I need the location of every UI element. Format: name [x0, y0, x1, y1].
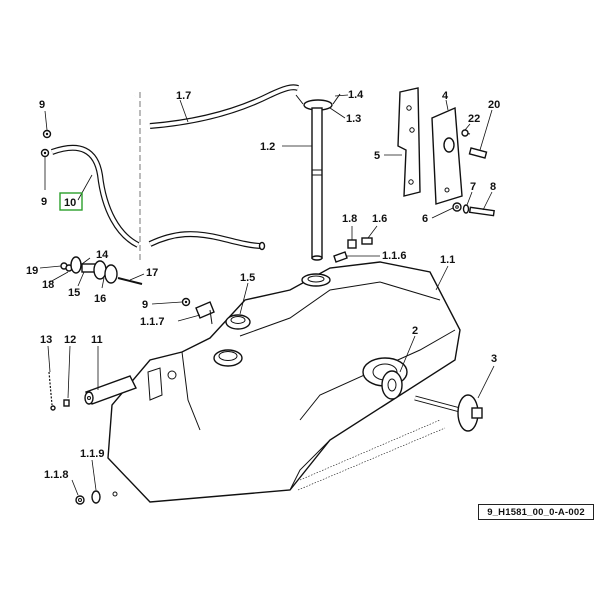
callout-6: 6 — [422, 213, 428, 225]
callout-9-top: 9 — [39, 99, 45, 111]
washer-14[interactable] — [70, 256, 82, 274]
fitting-1-6[interactable] — [361, 237, 373, 245]
callout-1-7: 1.7 — [176, 90, 191, 102]
callout-13: 13 — [40, 334, 52, 346]
callout-1-2: 1.2 — [260, 141, 275, 153]
nut-12[interactable] — [63, 399, 70, 407]
fuel-hose-1-7[interactable] — [148, 84, 299, 251]
callout-22: 22 — [468, 113, 480, 125]
callout-3: 3 — [491, 353, 497, 365]
callout-labels: 9 9 10 1.7 1.4 1.3 1.2 4 5 22 20 7 8 6 1… — [26, 89, 500, 481]
screw-22[interactable] — [461, 129, 471, 137]
fuel-hose-10[interactable] — [48, 94, 140, 248]
fuel-pickup-3[interactable] — [414, 394, 483, 432]
callout-8: 8 — [490, 181, 496, 193]
gasket-2[interactable] — [381, 370, 403, 400]
hose-clamp-9-mid[interactable] — [40, 148, 50, 158]
bolt-8[interactable] — [468, 206, 495, 217]
callout-10: 10 — [64, 197, 76, 209]
callout-1-8: 1.8 — [342, 213, 357, 225]
callout-4: 4 — [442, 90, 449, 102]
highlight-box — [59, 192, 83, 211]
callout-7: 7 — [470, 181, 476, 193]
fitting-1-8[interactable] — [347, 239, 357, 249]
bracket-5[interactable] — [397, 87, 421, 197]
callout-9-bottom: 9 — [41, 196, 47, 208]
fuel-tank[interactable] — [107, 261, 461, 503]
callout-20: 20 — [488, 99, 500, 111]
callout-12: 12 — [64, 334, 76, 346]
reference-code-label: 9_H1581_00_0-A-002 — [478, 504, 594, 520]
o-ring-1-1-9[interactable] — [91, 490, 101, 504]
filler-cap-1-5[interactable] — [225, 314, 251, 330]
bracket-4[interactable] — [431, 106, 463, 205]
callout-1-1-8: 1.1.8 — [44, 469, 68, 481]
callout-2: 2 — [412, 325, 418, 337]
tube-11[interactable] — [84, 375, 137, 405]
callout-1-5: 1.5 — [240, 272, 255, 284]
callout-11: 11 — [91, 334, 103, 346]
plug-1-1-8[interactable] — [75, 495, 85, 505]
callout-16: 16 — [94, 293, 106, 305]
hose-clamp-9-top[interactable] — [42, 129, 52, 139]
leader-lines — [39, 94, 495, 496]
callout-17: 17 — [146, 267, 158, 279]
bolt-17[interactable] — [117, 277, 143, 285]
fitting-1-1-7[interactable] — [195, 301, 215, 325]
callout-9-lower: 9 — [142, 299, 148, 311]
callout-1-1-9: 1.1.9 — [80, 448, 104, 460]
callout-1-1-6: 1.1.6 — [382, 250, 406, 262]
clamp-9-lower[interactable] — [181, 297, 191, 307]
washer-6[interactable] — [452, 202, 462, 212]
screw-13[interactable] — [48, 371, 56, 411]
callout-1-4: 1.4 — [348, 89, 364, 101]
callout-14: 14 — [96, 249, 109, 261]
callout-1-1-7: 1.1.7 — [140, 316, 164, 328]
callout-18: 18 — [42, 279, 54, 291]
callout-1-6: 1.6 — [372, 213, 387, 225]
callout-15: 15 — [68, 287, 80, 299]
bolt-20[interactable] — [468, 147, 488, 159]
fitting-1-1-6[interactable] — [333, 251, 348, 263]
callout-1-3: 1.3 — [346, 113, 361, 125]
grommet-16[interactable] — [93, 260, 118, 284]
callout-1-1: 1.1 — [440, 254, 455, 266]
fuel-level-sender[interactable] — [295, 93, 341, 261]
callout-19: 19 — [26, 265, 38, 277]
callout-5: 5 — [374, 150, 380, 162]
washer-7[interactable] — [462, 204, 470, 214]
